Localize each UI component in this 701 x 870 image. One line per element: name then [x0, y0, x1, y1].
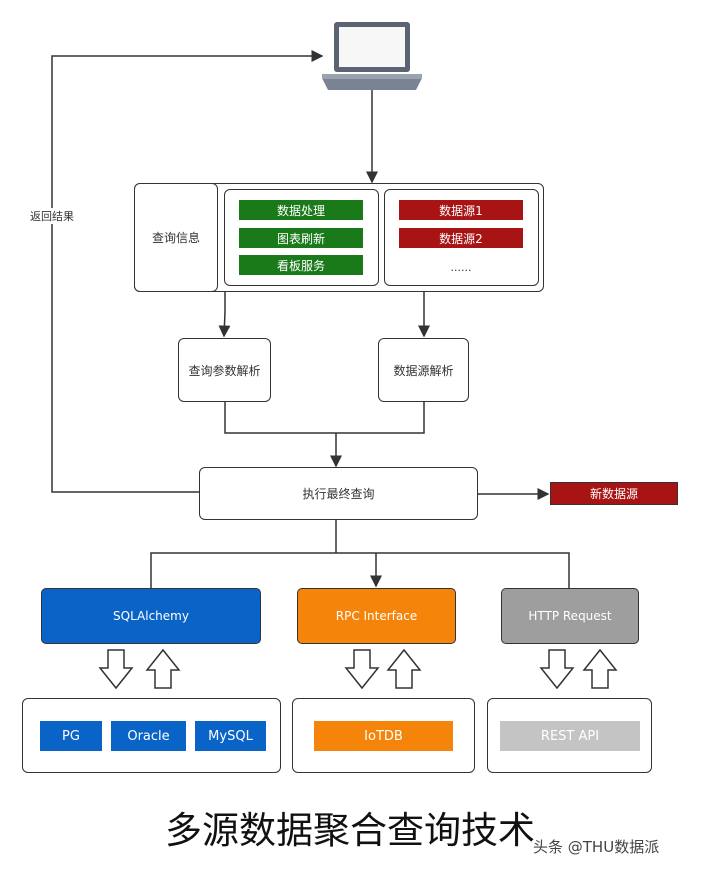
http-request-box: HTTP Request [501, 588, 639, 644]
down-arrow-icon [98, 649, 134, 690]
rpc-interface-box: RPC Interface [297, 588, 456, 644]
panel-to-query-param-arrow [218, 291, 231, 338]
diagram-caption: 多源数据聚合查询技术 [165, 809, 535, 852]
parse-merge-line [224, 402, 425, 434]
execute-final-query-label: 执行最终查询 [302, 487, 375, 501]
oracle-cell: Oracle [111, 721, 186, 751]
up-arrow-icon [145, 648, 181, 689]
query-info-label: 查询信息 [151, 231, 200, 245]
datasource2-chip: 数据源2 [399, 228, 523, 248]
down-arrow-icon [344, 649, 380, 690]
return-result-arrow [51, 50, 324, 493]
datasource1-chip: 数据源1 [399, 200, 523, 220]
branch-line [150, 552, 570, 588]
return-result-label: 返回结果 [26, 208, 78, 224]
execute-final-query-box: 执行最终查询 [199, 467, 478, 520]
new-datasource-box: 新数据源 [550, 482, 678, 505]
sqlalchemy-box: SQLAlchemy [41, 588, 261, 644]
up-arrow-icon [582, 648, 618, 689]
datasource-parse-box: 数据源解析 [378, 338, 469, 402]
data-processing-chip: 数据处理 [239, 200, 363, 220]
watermark: 头条 @THU数据派 [533, 838, 660, 856]
laptop-icon [322, 22, 422, 90]
datasource-ellipsis: ...... [450, 260, 472, 274]
iotdb-cell: IoTDB [314, 721, 453, 751]
chart-refresh-chip: 图表刷新 [239, 228, 363, 248]
board-service-chip: 看板服务 [239, 255, 363, 275]
down-arrow-icon [539, 649, 575, 690]
up-arrow-icon [386, 648, 422, 689]
rest-api-cell: REST API [500, 721, 640, 751]
query-param-parse-label: 查询参数解析 [188, 363, 261, 378]
mysql-cell: MySQL [195, 721, 266, 751]
datasource-parse-label: 数据源解析 [393, 363, 454, 378]
pg-cell: PG [40, 721, 102, 751]
query-param-parse-box: 查询参数解析 [178, 338, 271, 402]
query-info-box: 查询信息 [134, 183, 218, 292]
